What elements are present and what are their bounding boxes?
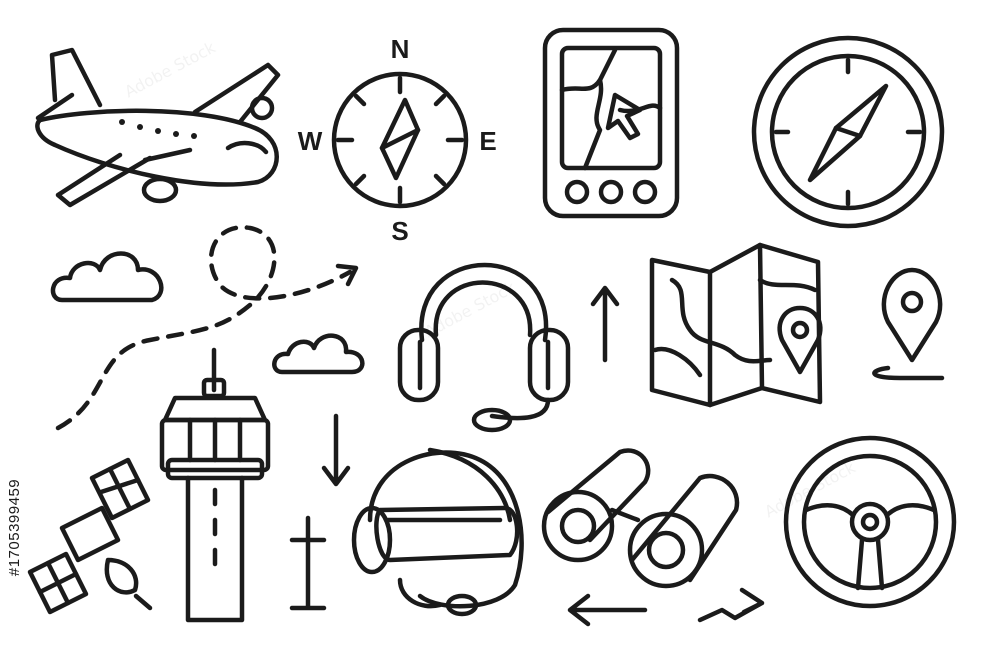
up-arrow-icon	[590, 285, 620, 363]
compass-south-label: S	[391, 216, 408, 246]
flight-path-icon	[55, 225, 359, 431]
satellite-icon	[27, 457, 153, 615]
gps-device-icon	[542, 27, 680, 219]
steering-wheel-icon	[783, 435, 957, 609]
location-pin-icon	[872, 267, 945, 381]
compass-east-label: E	[479, 126, 496, 156]
headset-icon	[397, 262, 571, 433]
cloud-icon	[272, 333, 365, 375]
compass-north-label: N	[391, 34, 410, 64]
compass-icon	[751, 35, 945, 229]
rose-compass-icon: N E S W	[298, 34, 497, 246]
folded-map-icon	[649, 242, 823, 408]
compass-west-label: W	[298, 126, 323, 156]
zigzag-arrow-icon	[697, 587, 765, 623]
down-arrow-icon	[321, 413, 351, 487]
stock-id-text: #1705399459	[6, 478, 24, 577]
altitude-marker-icon	[289, 515, 327, 611]
left-arrow-icon	[567, 593, 648, 627]
control-tower-icon	[159, 347, 271, 623]
stock-id-label: #1705399459	[4, 420, 26, 635]
pilot-helmet-icon	[351, 447, 524, 617]
airplane-icon	[35, 47, 281, 208]
cloud-icon	[50, 251, 164, 303]
binoculars-icon	[541, 448, 740, 589]
